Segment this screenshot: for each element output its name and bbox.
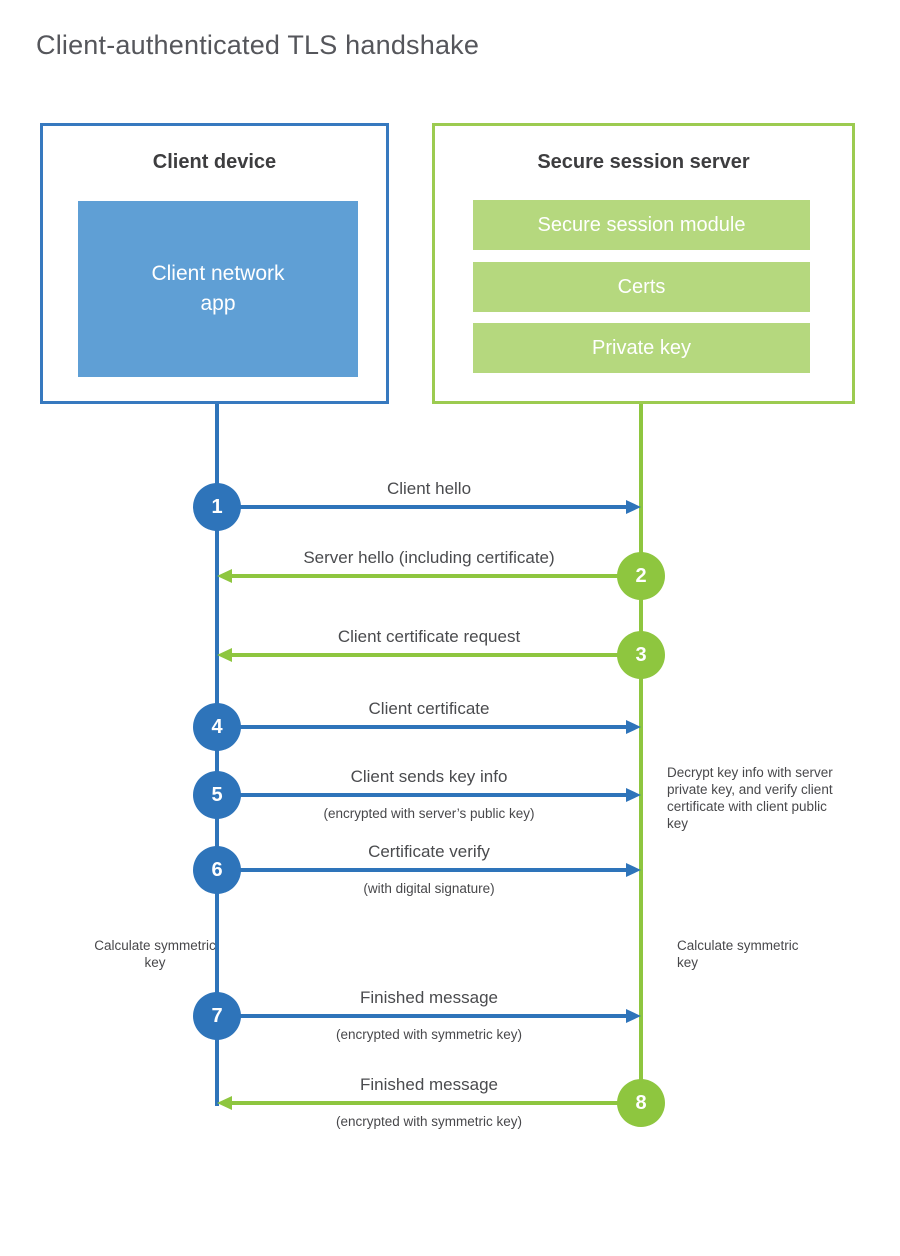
message-label: Finished message: [360, 988, 498, 1007]
client-network-app-label: Client network app: [151, 262, 285, 315]
arrow-right: [217, 505, 627, 509]
arrow-right: [217, 793, 627, 797]
step-circle: 5: [193, 771, 241, 819]
message-label: Server hello (including certificate): [303, 548, 555, 567]
step-circle: 2: [617, 552, 665, 600]
message-label: Client certificate request: [337, 627, 521, 646]
message-label: Client certificate: [368, 699, 490, 718]
server-private-key-bar: Private key: [473, 323, 810, 373]
page-title: Client-authenticated TLS handshake: [36, 30, 480, 60]
step-circle: 7: [193, 992, 241, 1040]
arrowhead-right-icon: [626, 1009, 641, 1023]
step-circle: 1: [193, 483, 241, 531]
message-sublabel: (encrypted with symmetric key): [335, 1114, 523, 1129]
arrow-left: [231, 574, 641, 578]
server-decrypt-note: Decrypt key info with server private key…: [667, 765, 833, 831]
calculate-symmetric-key-note-client: Calculate symmetric key: [94, 938, 216, 970]
calculate-symmetric-key-note-server: Calculate symmetric key: [677, 938, 799, 970]
arrowhead-left-icon: [217, 1096, 232, 1110]
arrow-right: [217, 1014, 627, 1018]
client-network-app-box: Client network app: [78, 201, 358, 377]
arrowhead-right-icon: [626, 788, 641, 802]
arrow-right: [217, 868, 627, 872]
step-circle: 3: [617, 631, 665, 679]
message-label: Client hello: [386, 479, 472, 498]
message-sublabel: (encrypted with server’s public key): [323, 806, 535, 821]
message-label: Certificate verify: [368, 842, 490, 861]
arrowhead-left-icon: [217, 569, 232, 583]
server-lifeline: [639, 404, 643, 1104]
arrow-right: [217, 725, 627, 729]
arrowhead-right-icon: [626, 720, 641, 734]
message-label: Finished message: [360, 1075, 498, 1094]
arrowhead-left-icon: [217, 648, 232, 662]
client-device-heading: Client device: [152, 151, 277, 173]
client-lifeline: [215, 404, 219, 1106]
step-circle: 6: [193, 846, 241, 894]
message-sublabel: (encrypted with symmetric key): [335, 1027, 523, 1042]
secure-session-server-box: Secure session server Secure session mod…: [432, 123, 855, 404]
arrowhead-right-icon: [626, 863, 641, 877]
secure-session-server-heading: Secure session server: [537, 151, 750, 173]
server-module-bar: Secure session module: [473, 200, 810, 250]
client-device-box: Client device Client network app: [40, 123, 389, 404]
server-certs-bar: Certs: [473, 262, 810, 312]
arrowhead-right-icon: [626, 500, 641, 514]
message-sublabel: (with digital signature): [363, 881, 495, 896]
step-circle: 4: [193, 703, 241, 751]
step-circle: 8: [617, 1079, 665, 1127]
arrow-left: [231, 653, 641, 657]
arrow-left: [231, 1101, 641, 1105]
message-label: Client sends key info: [350, 767, 508, 786]
